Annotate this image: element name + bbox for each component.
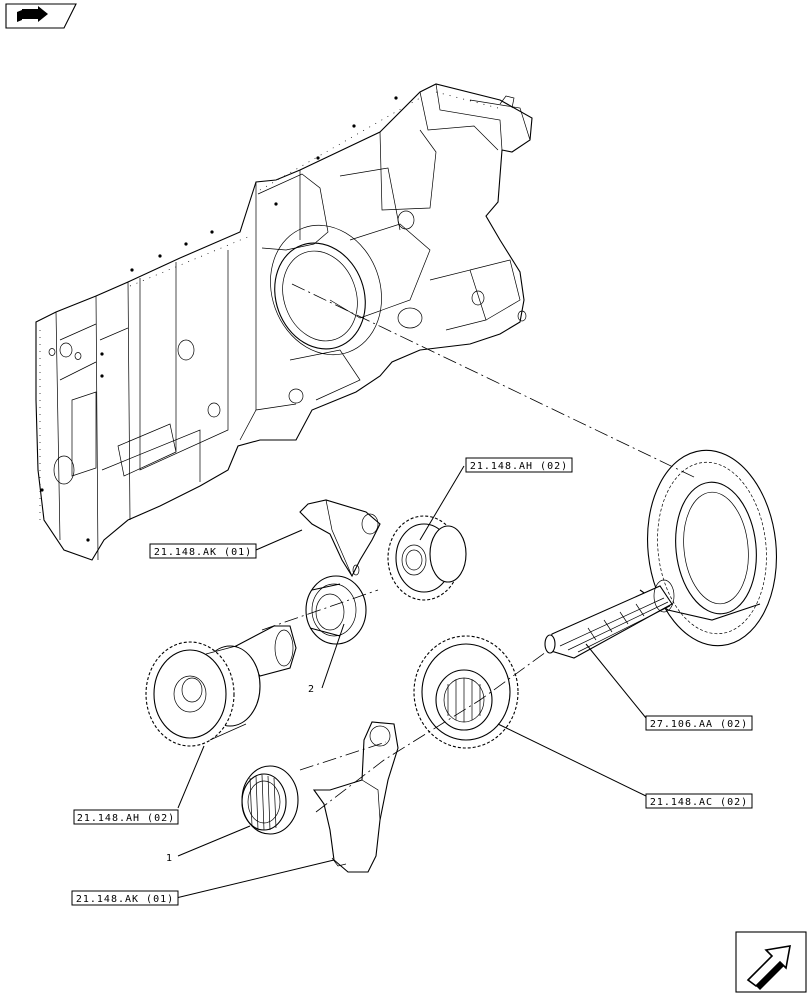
callout-text: 21.148.AC (02) <box>650 797 748 808</box>
lower-shift-fork-drawing <box>312 721 399 873</box>
callout-gear-lower-left[interactable]: 21.148.AH (02) <box>73 809 179 825</box>
leader-lines <box>175 465 647 899</box>
item-number-synchronizer: 2 <box>308 684 315 695</box>
item-number-bearing: 1 <box>166 853 173 864</box>
callout-shift-fork-lower[interactable]: 21.148.AK (01) <box>71 890 179 906</box>
transmission-housing-drawing <box>35 83 533 561</box>
next-page-arrow-icon[interactable] <box>735 931 807 993</box>
callout-text: 21.148.AH (02) <box>470 461 568 472</box>
callout-text: 21.148.AK (01) <box>76 894 174 905</box>
assembly-centerlines <box>261 283 697 813</box>
upper-shift-fork-drawing <box>299 499 381 578</box>
callout-pinion-shaft[interactable]: 27.106.AA (02) <box>645 715 753 731</box>
callout-text: 21.148.AK (01) <box>154 547 252 558</box>
callout-text: 27.106.AA (02) <box>650 719 748 730</box>
lower-right-gear-drawing <box>413 635 519 749</box>
lower-left-gear-drawing <box>145 625 297 747</box>
callout-shift-fork-upper[interactable]: 21.148.AK (01) <box>149 543 257 559</box>
upper-gear-drawing <box>387 515 467 601</box>
needle-bearing-drawing <box>241 765 299 835</box>
book-navigation-icon[interactable] <box>5 3 77 29</box>
synchronizer-drawing <box>305 575 367 645</box>
ring-gear-pinion-drawing <box>544 449 778 659</box>
callout-gear-lower-right[interactable]: 21.148.AC (02) <box>645 793 753 809</box>
callout-gear-upper[interactable]: 21.148.AH (02) <box>465 457 573 473</box>
callout-text: 21.148.AH (02) <box>77 813 175 824</box>
